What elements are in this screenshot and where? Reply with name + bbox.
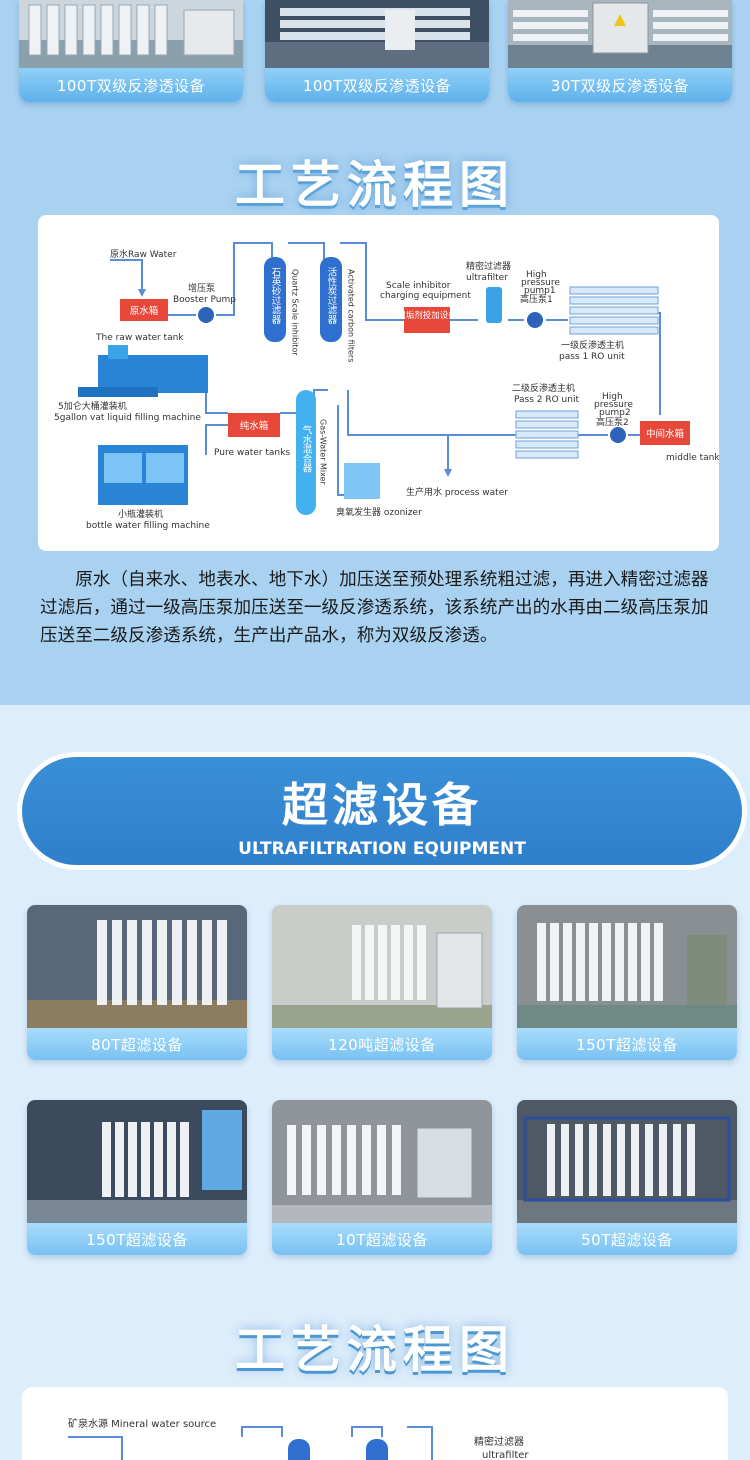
gallon-filler-label-en: 5gallon vat liquid filling machine: [54, 413, 201, 423]
process-water-label: 生产用水 process water: [406, 486, 508, 498]
svg-text:中间水箱: 中间水箱: [646, 428, 684, 440]
product-card[interactable]: 50T超滤设备: [517, 1100, 737, 1255]
ro2-label-en: Pass 2 RO unit: [514, 395, 579, 405]
ro-process-diagram: 原水Raw Water 增压泵 Booster Pump The raw wat…: [38, 215, 719, 551]
equipment-photo: [517, 1100, 737, 1223]
product-card[interactable]: 100T双级反渗透设备: [265, 0, 489, 102]
equipment-photo: [272, 905, 492, 1028]
inhibitor-label-en: Scale inhibitor: [386, 281, 451, 291]
svg-text:pressure: pressure: [521, 278, 560, 288]
precision-filter-label: 精密过滤器: [466, 260, 511, 272]
pure-tank-label-en: Pure water tanks: [214, 448, 290, 458]
svg-text:Activated carbon filters: Activated carbon filters: [347, 269, 356, 362]
equipment-photo: [508, 0, 732, 68]
precision-filter: [486, 287, 502, 323]
gas-water-mixer: [296, 390, 316, 515]
raw-tank-label-en: The raw water tank: [95, 333, 184, 343]
svg-text:High: High: [602, 392, 623, 402]
card-caption: 50T超滤设备: [517, 1223, 737, 1255]
equipment-photo: [27, 905, 247, 1028]
svg-text:pump2: pump2: [599, 408, 631, 418]
equipment-photo: [19, 0, 243, 68]
high-pressure-pump2-label: 高压泵2: [596, 416, 629, 428]
ro1-label: 一级反渗透主机: [561, 339, 624, 351]
bottle-filler: [98, 445, 188, 505]
product-card[interactable]: 120吨超滤设备: [272, 905, 492, 1060]
process-flow-title: 工艺流程图: [235, 156, 515, 214]
svg-text:纯水箱: 纯水箱: [240, 420, 269, 432]
card-caption: 30T双级反渗透设备: [508, 68, 732, 102]
svg-text:Quartz Scale inhibitor: Quartz Scale inhibitor: [291, 269, 300, 356]
card-caption: 150T超滤设备: [517, 1028, 737, 1060]
svg-text:pressure: pressure: [594, 400, 633, 410]
gallon-filler: [78, 345, 208, 397]
high-pressure-pump2-icon: [610, 427, 626, 443]
card-caption: 120吨超滤设备: [272, 1028, 492, 1060]
svg-text:原水箱: 原水箱: [130, 305, 159, 317]
uf-diagram-svg: 矿泉水源 Mineral water source 精密过滤器 ultrafil…: [68, 1417, 529, 1460]
svg-text:pump1: pump1: [524, 286, 556, 296]
equipment-photo: [517, 905, 737, 1028]
inhibitor-label-en2: charging equipment: [380, 291, 471, 301]
product-card[interactable]: 80T超滤设备: [27, 905, 247, 1060]
equipment-photo: [265, 0, 489, 68]
ozonizer-label: 臭氧发生器 ozonizer: [336, 506, 422, 518]
card-caption: 100T双级反渗透设备: [265, 68, 489, 102]
ro-section: 100T双级反渗透设备 100T双级反渗透设备 30T双级反渗透设备 工艺流程图: [0, 0, 750, 705]
booster-pump-label-en: Booster Pump: [173, 295, 236, 305]
pure-tank: [228, 413, 280, 437]
card-caption: 80T超滤设备: [27, 1028, 247, 1060]
ro1-unit: [569, 286, 659, 335]
mineral-source-label: 矿泉水源 Mineral water source: [68, 1417, 216, 1430]
product-card[interactable]: 10T超滤设备: [272, 1100, 492, 1255]
gallon-filler-label: 5加仑大桶灌装机: [58, 400, 127, 412]
equipment-photo: [272, 1100, 492, 1223]
process-flow-title-2: 工艺流程图: [235, 1321, 515, 1379]
filter-tower: [288, 1439, 310, 1460]
svg-text:活性炭过滤器: 活性炭过滤器: [326, 266, 338, 324]
booster-pump-label: 增压泵: [188, 282, 215, 294]
card-caption: 100T双级反渗透设备: [19, 68, 243, 102]
inhibitor-dosing: [404, 307, 450, 333]
middle-tank-label-en: middle tank: [666, 453, 719, 463]
product-card[interactable]: 30T双级反渗透设备: [508, 0, 732, 102]
quartz-filter: [264, 257, 286, 342]
ozonizer: [344, 463, 380, 499]
high-pressure-pump1-icon: [527, 312, 543, 328]
svg-text:ultrafilter: ultrafilter: [482, 1450, 529, 1460]
bottle-filler-label-en: bottle water filling machine: [86, 521, 210, 531]
ro2-label: 二级反渗透主机: [512, 382, 575, 394]
ro2-unit: [515, 410, 579, 459]
process-diagram-svg: 原水Raw Water 增压泵 Booster Pump The raw wat…: [54, 242, 719, 531]
uf-banner-subtitle: ULTRAFILTRATION EQUIPMENT: [238, 839, 526, 859]
uf-process-diagram: 矿泉水源 Mineral water source 精密过滤器 ultrafil…: [22, 1387, 728, 1460]
svg-text:阻垢剂投加设备: 阻垢剂投加设备: [397, 310, 457, 321]
card-caption: 10T超滤设备: [272, 1223, 492, 1255]
equipment-photo: [27, 1100, 247, 1223]
raw-tank: [120, 299, 168, 321]
product-card[interactable]: 150T超滤设备: [517, 905, 737, 1060]
booster-pump-icon: [198, 307, 214, 323]
product-card[interactable]: 150T超滤设备: [27, 1100, 247, 1255]
process-description: 原水（自来水、地表水、地下水）加压送至预处理系统粗过滤，再进入精密过滤器过滤后，…: [40, 570, 709, 646]
product-card[interactable]: 100T双级反渗透设备: [19, 0, 243, 102]
carbon-filter: [320, 257, 342, 342]
uf-banner-title: 超滤设备: [282, 778, 482, 832]
raw-water-label: 原水Raw Water: [110, 248, 177, 260]
precision-filter-label-2: 精密过滤器: [474, 1435, 524, 1448]
card-caption: 150T超滤设备: [27, 1223, 247, 1255]
uf-banner: 超滤设备 ULTRAFILTRATION EQUIPMENT: [17, 752, 747, 870]
precision-filter-label-en: ultrafilter: [466, 273, 508, 283]
middle-tank: [640, 421, 690, 445]
ro1-label-en: pass 1 RO unit: [559, 352, 625, 362]
high-pressure-pump1-label: 高压泵1: [520, 293, 553, 305]
svg-text:Gas-Water Mixer: Gas-Water Mixer: [319, 419, 328, 486]
filter-tower: [366, 1439, 388, 1460]
svg-text:石英砂过滤器: 石英砂过滤器: [270, 267, 282, 324]
svg-text:气水混合器: 气水混合器: [301, 424, 313, 472]
bottle-filler-label: 小瓶灌装机: [118, 508, 163, 520]
svg-text:High: High: [526, 270, 547, 280]
